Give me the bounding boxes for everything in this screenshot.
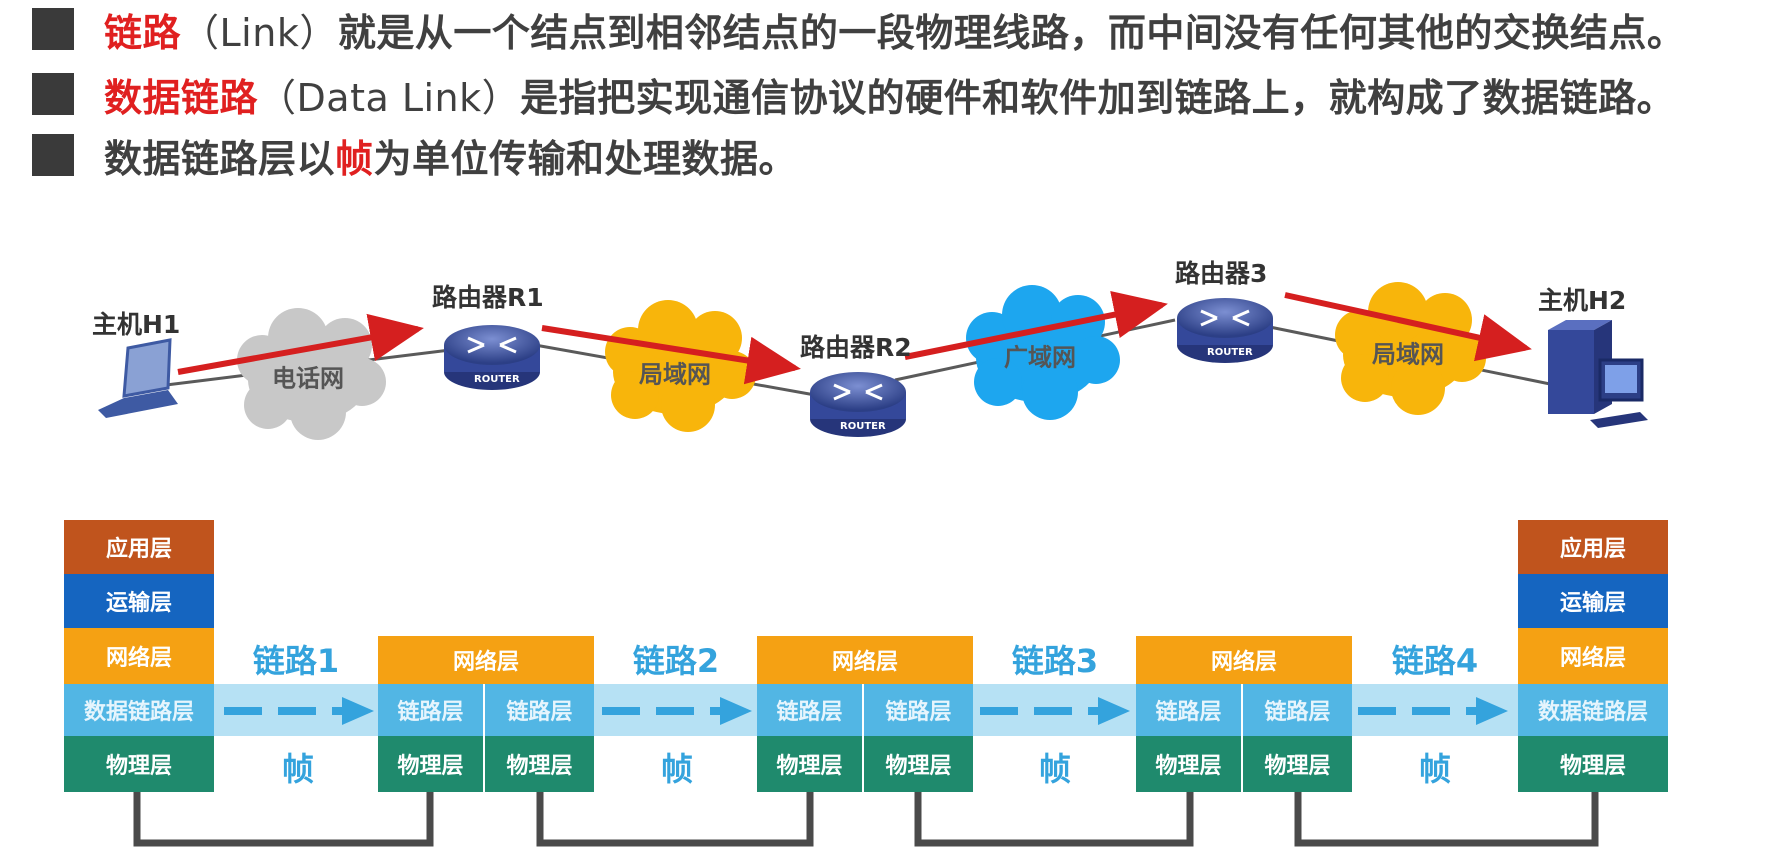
r1-network-layer: 网络层 xyxy=(378,636,594,684)
term-data-link: 数据链路 xyxy=(104,75,259,120)
r2-link-layer-left: 链路层 xyxy=(757,684,864,736)
r3-link-layer-left: 链路层 xyxy=(1136,684,1243,736)
frame-unit-prefix: 数据链路层以 xyxy=(104,136,336,181)
link-4-label: 链路4 xyxy=(1391,642,1479,680)
data-link-definition-text: 是指把实现通信协议的硬件和软件加到链路上，就构成了数据链路。 xyxy=(520,75,1676,120)
desktop-computer-icon xyxy=(1548,320,1648,428)
bullet-square-icon xyxy=(32,8,74,50)
link-2-label: 链路2 xyxy=(632,642,720,680)
router-r3-icon xyxy=(1177,298,1273,363)
laptop-icon xyxy=(98,338,178,418)
r1-link-layer-right: 链路层 xyxy=(485,684,594,736)
router-r3-label: 路由器3 xyxy=(1175,259,1268,288)
frame-4-label: 帧 xyxy=(1418,750,1452,788)
data-path-arrows xyxy=(177,290,1532,385)
term-frame: 帧 xyxy=(335,136,374,181)
link-1-label: 链路1 xyxy=(252,642,340,680)
r1-physical-layer-left: 物理层 xyxy=(378,736,485,792)
h1-transport-layer: 运输层 xyxy=(64,574,214,628)
h1-application-layer: 应用层 xyxy=(64,520,214,574)
h2-physical-layer: 物理层 xyxy=(1518,736,1668,792)
physical-cables xyxy=(133,792,1599,847)
frame-2-label: 帧 xyxy=(660,750,694,788)
host-h1-label: 主机H1 xyxy=(92,310,181,339)
link-3-label: 链路3 xyxy=(1011,642,1099,680)
router-r2-badge: ROUTER xyxy=(840,421,886,432)
r3-physical-layer-right: 物理层 xyxy=(1243,736,1352,792)
h1-network-layer: 网络层 xyxy=(64,628,214,684)
r1-physical-layer-right: 物理层 xyxy=(485,736,594,792)
bullet-frame-unit: 数据链路层以帧为单位传输和处理数据。 xyxy=(32,130,798,181)
bullet-data-link-definition: 数据链路（Data Link）是指把实现通信协议的硬件和软件加到链路上，就构成了… xyxy=(32,69,1676,120)
r3-link-layer-right: 链路层 xyxy=(1243,684,1352,736)
cloud-lan1-label: 局域网 xyxy=(639,360,711,389)
cloud-phone-label: 电话网 xyxy=(272,364,344,393)
bullet-square-icon xyxy=(32,134,74,176)
r2-network-layer: 网络层 xyxy=(757,636,973,684)
term-data-link-latin: （Data Link） xyxy=(258,75,521,120)
host-h2-label: 主机H2 xyxy=(1538,286,1627,315)
router-r3-badge: ROUTER xyxy=(1207,347,1253,358)
router-r2-label: 路由器R2 xyxy=(800,333,912,362)
r2-physical-layer-right: 物理层 xyxy=(864,736,973,792)
term-link: 链路 xyxy=(104,10,182,55)
h2-network-layer: 网络层 xyxy=(1518,628,1668,684)
r1-link-layer-left: 链路层 xyxy=(378,684,485,736)
frame-1-label: 帧 xyxy=(281,750,315,788)
cloud-lan2-label: 局域网 xyxy=(1372,340,1444,369)
router-r1-icon xyxy=(444,325,540,390)
bullet-square-icon xyxy=(32,73,74,115)
router-r1-label: 路由器R1 xyxy=(432,283,544,312)
frame-3-label: 帧 xyxy=(1038,750,1072,788)
bullet-link-definition: 链路（Link）就是从一个结点到相邻结点的一段物理线路，而中间没有任何其他的交换… xyxy=(32,4,1686,55)
router-r2-icon xyxy=(810,372,906,437)
h1-data-link-layer: 数据链路层 xyxy=(64,684,214,736)
h1-physical-layer: 物理层 xyxy=(64,736,214,792)
r3-network-layer: 网络层 xyxy=(1136,636,1352,684)
r2-link-layer-right: 链路层 xyxy=(864,684,973,736)
r3-physical-layer-left: 物理层 xyxy=(1136,736,1243,792)
link-definition-text: 就是从一个结点到相邻结点的一段物理线路，而中间没有任何其他的交换结点。 xyxy=(337,10,1686,55)
term-link-latin: （Link） xyxy=(181,10,338,55)
cloud-wan-label: 广域网 xyxy=(1004,343,1076,372)
h2-application-layer: 应用层 xyxy=(1518,520,1668,574)
router-r1-badge: ROUTER xyxy=(474,374,520,385)
h2-data-link-layer: 数据链路层 xyxy=(1518,684,1668,736)
h2-transport-layer: 运输层 xyxy=(1518,574,1668,628)
link-dashed-arrows xyxy=(224,697,1508,725)
r2-physical-layer-left: 物理层 xyxy=(757,736,864,792)
frame-unit-suffix: 为单位传输和处理数据。 xyxy=(373,136,798,181)
cloud-lan-2 xyxy=(1335,282,1486,415)
